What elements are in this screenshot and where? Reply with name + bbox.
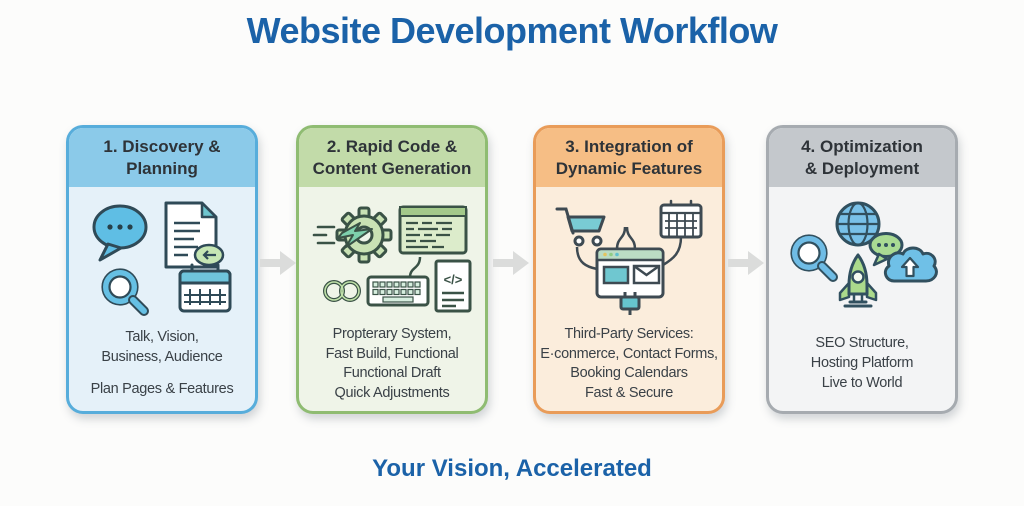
rapid-code-icon-cluster: </>	[299, 187, 485, 325]
description-line: Business, Audience	[101, 348, 223, 365]
page-title: Website Development Workflow	[246, 10, 778, 51]
speech-bubble-icon	[92, 204, 148, 262]
connector-wires	[575, 226, 683, 271]
description-line: Hosting Platform	[810, 355, 914, 372]
description-line: Quick Adjustments	[334, 385, 450, 402]
step-card-rapid-code: 2. Rapid Code & Content Generation	[296, 125, 488, 414]
step-title-line: Planning	[126, 158, 198, 178]
flow-arrow-icon	[259, 248, 297, 278]
code-glyph: </>	[444, 272, 463, 287]
step-title-line: 2. Rapid Code &	[326, 136, 458, 156]
step-description: Third-Party Services: E·conmerce, Contac…	[536, 325, 722, 411]
speed-gear-icon	[312, 206, 393, 264]
tagline: Your Vision, Accelerated	[372, 455, 652, 482]
step-description: SEO Structure, Hosting Platform Live to …	[769, 325, 955, 411]
infinity-icon	[323, 280, 361, 302]
keyboard-icon	[366, 256, 430, 307]
description-line: Propterary System,	[332, 326, 452, 342]
magnifier-icon	[790, 234, 838, 282]
globe-icon	[835, 201, 881, 247]
description-line: Third-Party Services:	[564, 326, 694, 342]
description-line: Talk, Vision,	[125, 328, 199, 345]
step-title-line: Content Generation	[312, 158, 472, 178]
rocket-icon	[838, 253, 878, 308]
step-title-line: 4. Optimization	[801, 136, 923, 156]
browser-plugin-icon	[595, 247, 665, 299]
step-header: 2. Rapid Code & Content Generation	[299, 128, 485, 187]
description-line: Plan Pages & Features	[90, 381, 234, 398]
speech-bubble-icon	[868, 232, 904, 267]
flow-arrow-icon	[492, 248, 530, 278]
cloud-upload-icon	[883, 246, 938, 283]
calendar-icon	[178, 263, 232, 313]
shopping-cart-icon	[555, 207, 606, 247]
magnifier-icon	[101, 268, 149, 316]
description-line: Live to World	[821, 374, 903, 391]
description-line: Fast Build, Functional	[325, 345, 459, 362]
description-line: Fast & Secure	[585, 385, 673, 402]
step-title-line: 3. Integration of	[565, 136, 693, 156]
step-header: 4. Optimization & Deployment	[769, 128, 955, 187]
plug-icon	[619, 292, 641, 315]
step-description: Talk, Vision, Business, Audience Plan Pa…	[69, 325, 255, 411]
deployment-icon-cluster	[769, 187, 955, 325]
step-title-line: Dynamic Features	[555, 158, 703, 178]
step-title-line: 1. Discovery &	[103, 136, 221, 156]
description-line: Booking Calendars	[570, 365, 688, 382]
discovery-icon-cluster	[69, 187, 255, 325]
step-card-integration: 3. Integration of Dynamic Features	[533, 125, 725, 414]
document-review-icon	[164, 201, 225, 269]
step-header: 3. Integration of Dynamic Features	[536, 128, 722, 187]
calendar-icon	[659, 199, 703, 239]
description-line: E·conmerce, Contact Forms,	[540, 345, 718, 362]
step-header: 1. Discovery & Planning	[69, 128, 255, 187]
code-window-icon	[398, 205, 468, 255]
step-description: Propterary System, Fast Build, Functiona…	[299, 325, 485, 411]
integration-icon-cluster	[536, 187, 722, 325]
step-title-line: & Deployment	[804, 158, 920, 178]
description-line: SEO Structure,	[815, 335, 909, 352]
step-card-optimization-deployment: 4. Optimization & Deployment	[766, 125, 958, 414]
description-line: Functional Draft	[343, 365, 441, 382]
flow-arrow-icon	[727, 248, 765, 278]
code-document-icon: </>	[434, 259, 472, 313]
step-card-discovery-planning: 1. Discovery & Planning	[66, 125, 258, 414]
